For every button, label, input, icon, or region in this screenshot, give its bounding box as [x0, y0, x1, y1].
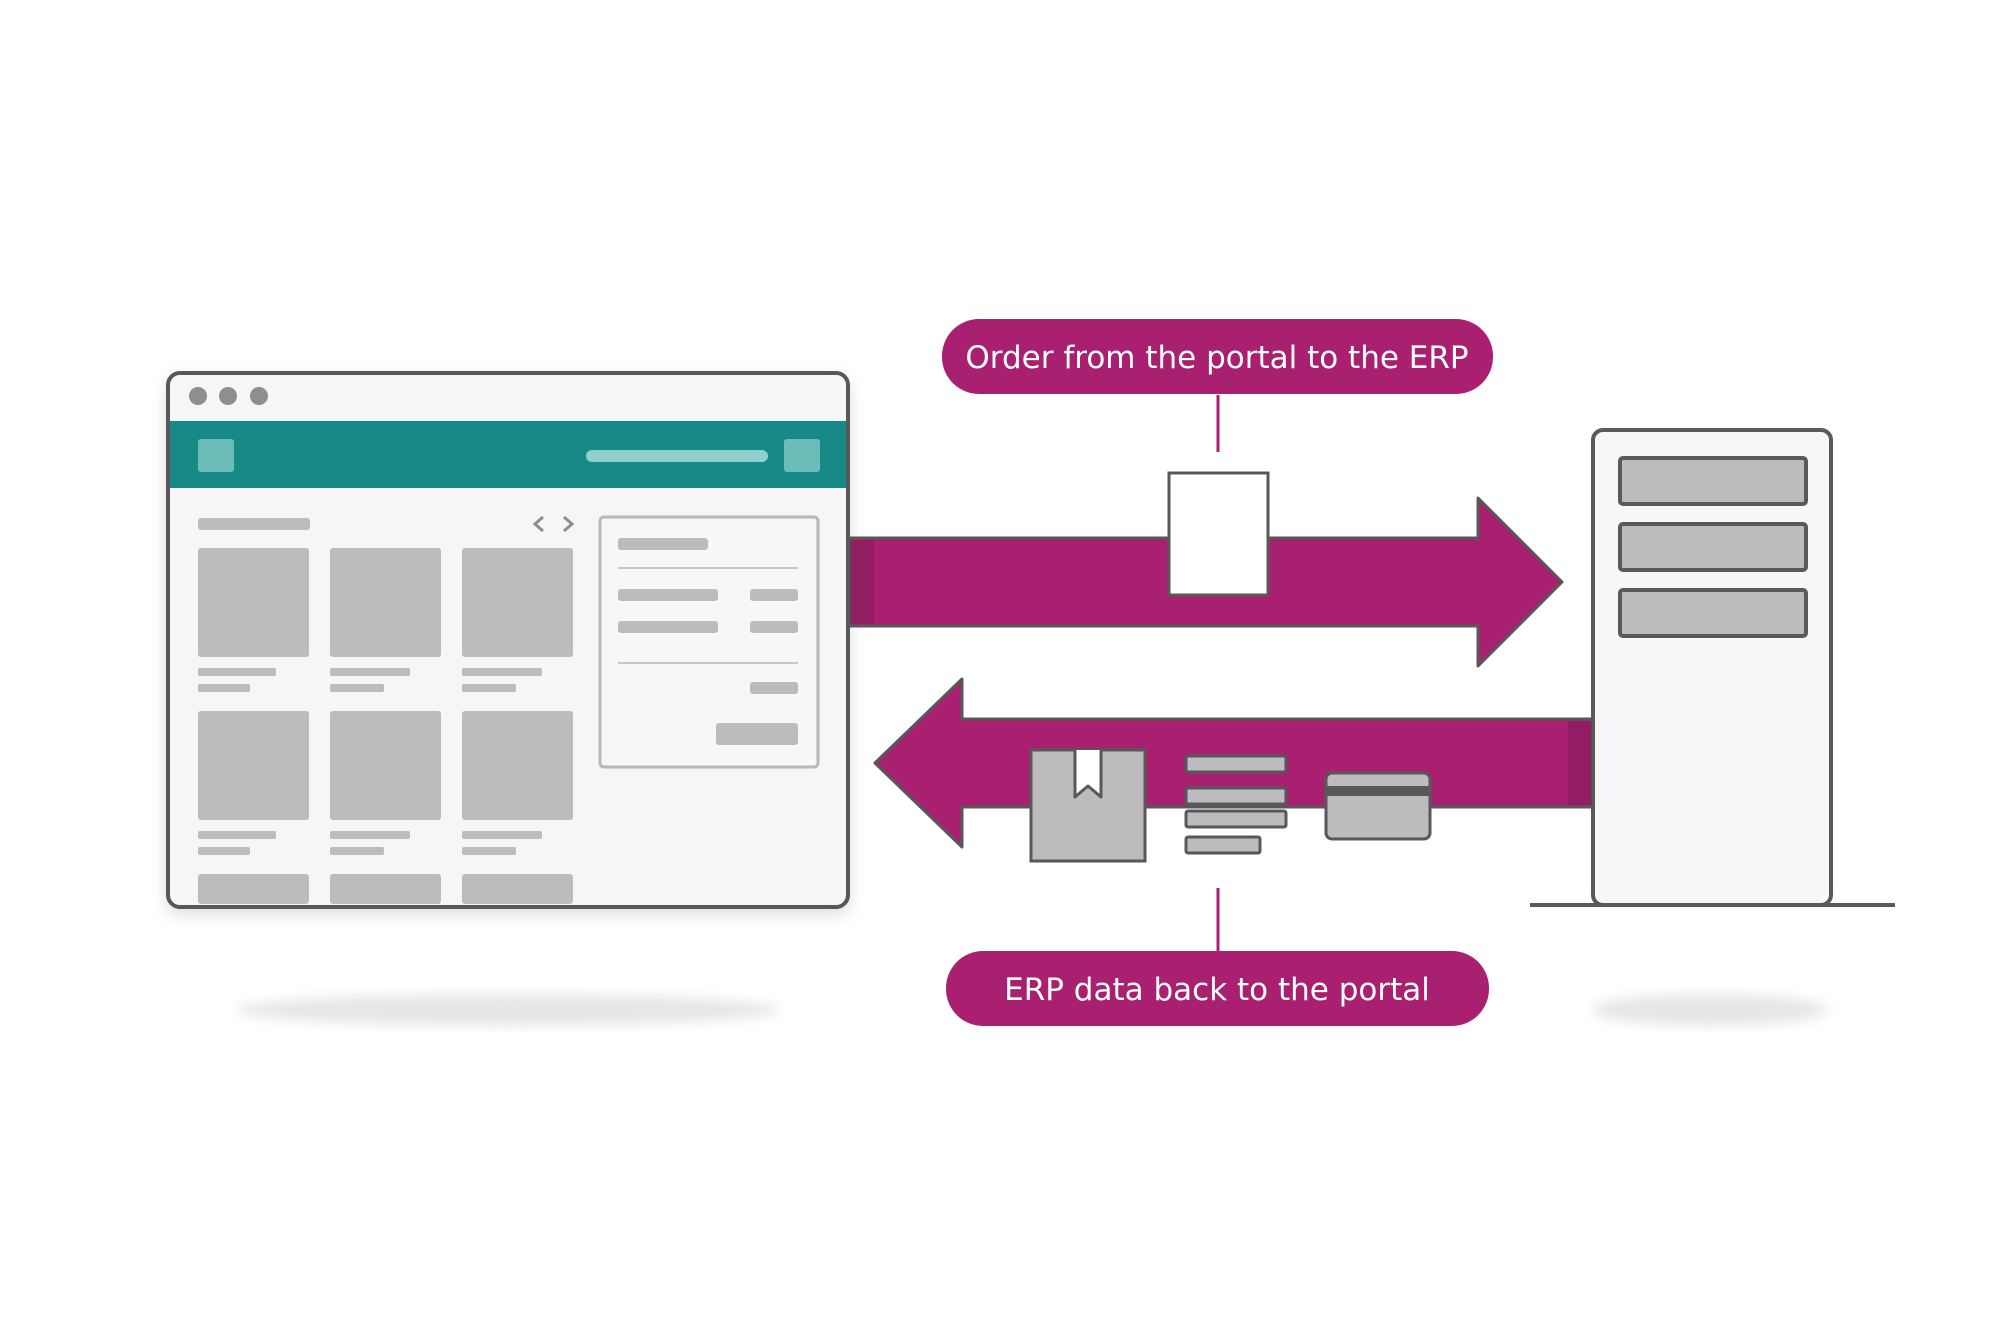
document-icon	[1167, 471, 1270, 597]
product-card[interactable]	[462, 548, 573, 657]
product-grid	[198, 548, 573, 904]
server-drive	[1618, 456, 1808, 506]
header-user-icon	[784, 439, 820, 472]
product-card[interactable]	[330, 548, 441, 657]
header-logo	[198, 439, 234, 472]
top-callout-pill: Order from the portal to the ERP	[942, 319, 1493, 394]
chevron-right-icon[interactable]	[563, 515, 575, 533]
section-title-placeholder	[198, 518, 310, 530]
package-icon	[1029, 748, 1147, 863]
product-card[interactable]	[198, 548, 309, 657]
server-drive	[1618, 588, 1808, 638]
product-card[interactable]	[330, 711, 441, 820]
checkout-button[interactable]	[716, 723, 798, 745]
credit-card-icon	[1324, 771, 1432, 841]
bottom-callout-label: ERP data back to the portal	[1004, 972, 1430, 1008]
server-ground-shadow	[1592, 994, 1828, 1026]
bottom-callout-pill: ERP data back to the portal	[946, 951, 1489, 1026]
browser-ground-shadow	[236, 994, 780, 1026]
top-callout-label: Order from the portal to the ERP	[965, 340, 1468, 376]
browser-window	[166, 371, 850, 909]
product-card[interactable]	[198, 874, 309, 904]
header-search-bar	[586, 450, 768, 462]
server-drive	[1618, 522, 1808, 572]
cart-summary-panel	[598, 515, 820, 769]
product-card[interactable]	[330, 874, 441, 904]
window-dots-icon	[189, 387, 268, 405]
chevron-left-icon[interactable]	[532, 515, 544, 533]
product-card[interactable]	[462, 711, 573, 820]
product-card[interactable]	[462, 874, 573, 904]
product-card[interactable]	[198, 711, 309, 820]
list-icon	[1184, 754, 1288, 855]
server-icon	[1530, 428, 1895, 907]
